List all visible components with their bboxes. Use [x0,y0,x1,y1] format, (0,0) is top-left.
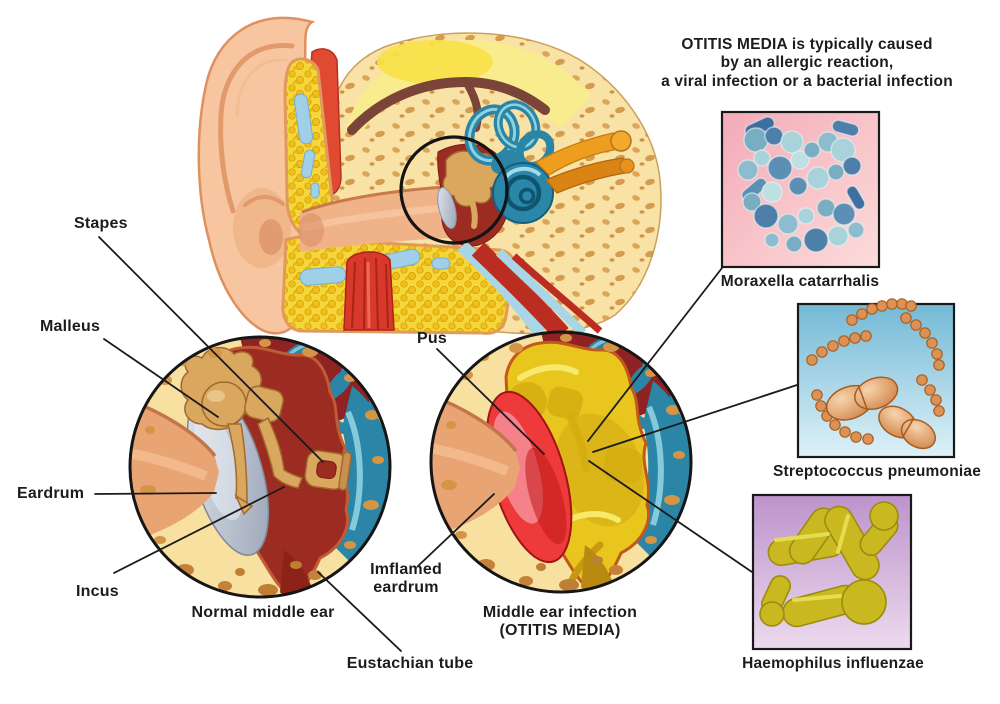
leader-eardrum [94,492,217,495]
infected-middle-ear-inset [429,330,693,594]
leader-incus [113,486,285,574]
normal-middle-ear-inset [128,335,392,599]
label-pus: Pus [417,330,447,347]
bone-speckles-infected [441,334,685,591]
moraxella-bacteria [737,116,866,253]
caption-infected-ear: Middle ear infection (OTITIS MEDIA) [483,604,637,640]
caption-infected-line1: Middle ear infection [482,604,638,621]
leader-lines [94,236,798,652]
label-incus: Incus [76,583,119,600]
header-line1: OTITIS MEDIA is typically caused [681,36,933,53]
header-line3: a viral infection or a bacterial infecti… [661,72,953,90]
leader-strep [592,384,798,453]
highlight-circle [399,135,509,245]
label-inflamed-eardrum: Imflamed eardrum [370,561,442,597]
leader-haemophilus [588,460,753,573]
label-eardrum: Eardrum [17,485,85,502]
leader-malleus [103,338,219,418]
caption-infected-line2: (OTITIS MEDIA) [499,621,621,639]
moraxella-panel [720,110,881,269]
label-eustachian-tube: Eustachian tube [346,655,474,672]
label-malleus: Malleus [40,318,101,335]
leader-inflamed [417,493,495,567]
auditory-nerve [534,130,635,194]
label-stapes: Stapes [74,215,128,232]
ear-canal [298,185,450,252]
label-streptococcus: Streptococcus pneumoniae [772,463,982,480]
label-inflamed-line1: Imflamed [370,561,442,578]
main-ear-illustration [197,16,662,341]
middle-ear-small [437,143,512,247]
ear-canal-infected [431,391,520,539]
leader-eustachian [317,571,402,652]
haemophilus-panel [751,493,913,651]
streptococcus-bacteria [806,298,945,450]
header-caption: OTITIS MEDIA is typically caused by an a… [597,36,1000,91]
streptococcus-panel [796,298,956,459]
leader-moraxella [587,267,723,442]
label-inflamed-line2: eardrum [373,578,439,596]
cochlea-inner-ear [464,100,555,224]
haemophilus-bacteria [759,501,899,628]
label-haemophilus: Haemophilus influenzae [742,655,924,672]
vessels [457,241,603,341]
brain-region [345,40,592,135]
muscle-bottom [343,251,395,331]
leader-stapes [98,236,324,463]
label-moraxella: Moraxella catarrhalis [720,273,880,290]
caption-normal-ear: Normal middle ear [191,604,335,621]
header-line2: by an allergic reaction, [720,54,894,72]
leader-pus [436,348,545,455]
